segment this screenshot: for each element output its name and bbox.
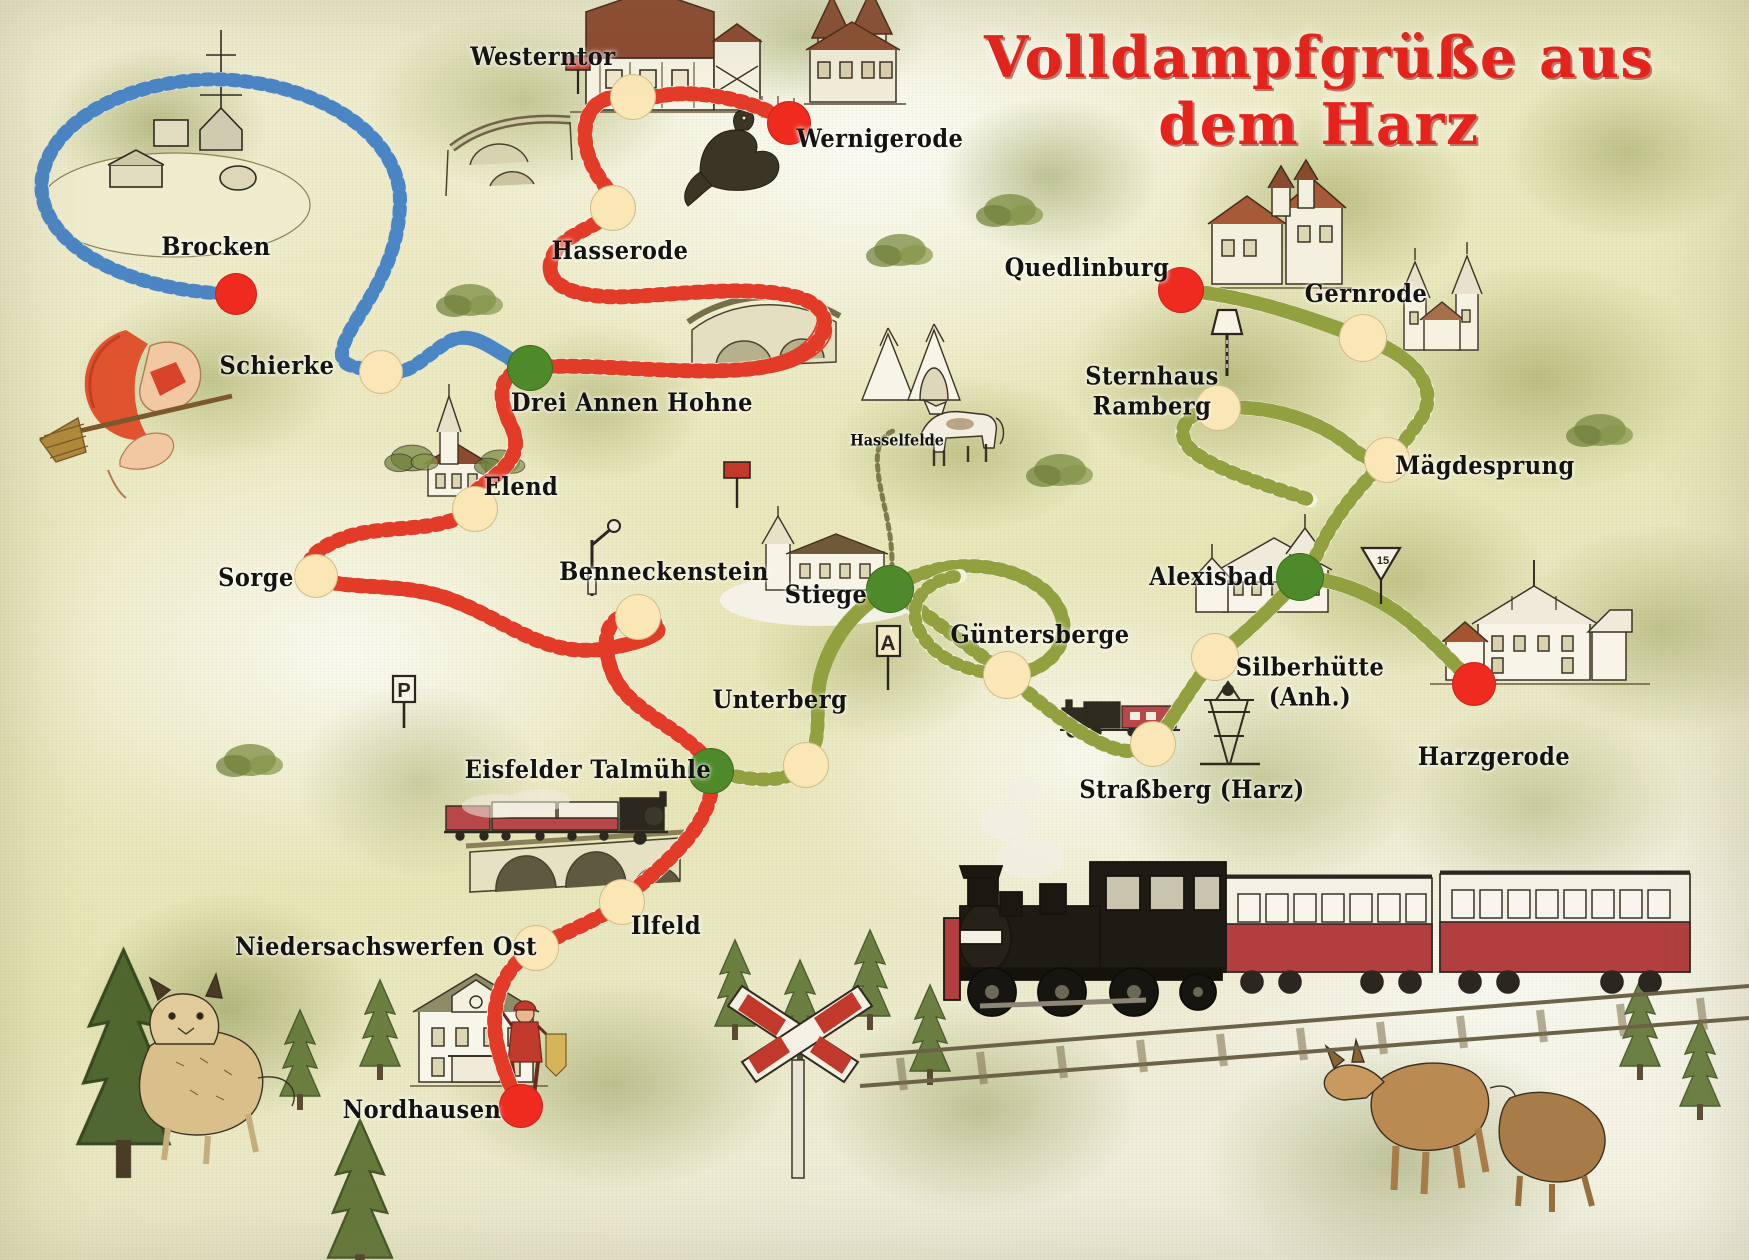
station-label-gernrode: Gernrode	[1304, 278, 1428, 308]
station-label-benneckenstein: Benneckenstein	[559, 556, 769, 586]
steam-train-on-viaduct	[444, 789, 685, 893]
parking-sign-p[interactable]: P	[391, 674, 417, 728]
station-dot-westerntor[interactable]	[610, 74, 656, 120]
station-label-harzgerode: Harzgerode	[1417, 741, 1571, 771]
station-dot-sternhaus-dot[interactable]	[1195, 385, 1241, 431]
svg-text:15: 15	[1377, 555, 1389, 567]
station-dot-unterberg[interactable]	[783, 742, 829, 788]
station-label-stra-berg-harz: Straßberg (Harz)	[1079, 774, 1305, 804]
station-label-stiege: Stiege	[784, 579, 868, 609]
witch-on-broomstick	[38, 330, 233, 499]
label-line: Ramberg	[1092, 391, 1212, 420]
station-label-nordhausen: Nordhausen	[342, 1094, 502, 1124]
station-dot-nordhausen[interactable]	[499, 1084, 543, 1128]
station-label-ilfeld: Ilfeld	[630, 910, 702, 940]
station-label-g-ntersberge: Güntersberge	[950, 619, 1130, 649]
station-label-westerntor: Westerntor	[470, 41, 616, 71]
label-line: (Anh.)	[1268, 682, 1352, 711]
station-dot-silberh-tte-anh[interactable]	[1191, 633, 1239, 681]
station-dot-g-ntersberge[interactable]	[983, 651, 1031, 699]
station-label-silberh-tte-anh: Silberhütte(Anh.)	[1236, 653, 1385, 712]
station-dot-niedersachswerfen-ost[interactable]	[513, 925, 559, 971]
tipi-tents	[860, 323, 962, 401]
big-steam-locomotive	[859, 777, 1749, 1091]
station-dot-harzgerode[interactable]	[1452, 662, 1496, 706]
station-dot-ilfeld[interactable]	[599, 879, 645, 925]
station-label-elend: Elend	[483, 471, 559, 501]
station-dot-m-gdesprung[interactable]	[1364, 437, 1410, 483]
red-marker-sign-hasselfelde	[723, 461, 751, 508]
station-label-wernigerode: Wernigerode	[796, 123, 964, 153]
line-brockenbahn	[34, 71, 538, 381]
station-label-hasserode: Hasserode	[551, 235, 689, 265]
station-dot-benneckenstein[interactable]	[615, 594, 661, 640]
station-dot-eisfelder-talm-hle[interactable]	[688, 748, 734, 794]
lamp-sign-sternhaus	[1210, 308, 1244, 376]
station-label-schierke: Schierke	[219, 350, 335, 380]
horse	[920, 398, 1005, 466]
station-dot-drei-annen-hohne[interactable]	[507, 345, 553, 391]
line-harzquerbahn	[301, 85, 833, 1114]
station-dot-quedlinburg[interactable]	[1158, 267, 1204, 313]
svg-text:P: P	[397, 680, 410, 702]
quedlinburg-castle	[1200, 158, 1352, 289]
station-dot-wernigerode[interactable]	[767, 101, 811, 145]
station-dot-stiege[interactable]	[866, 565, 914, 613]
station-dot-alexisbad[interactable]	[1276, 553, 1324, 601]
station-label-brocken: Brocken	[161, 231, 271, 261]
svg-text:A: A	[880, 632, 895, 655]
signal-post-benneckenstein	[587, 519, 621, 596]
station-label-hasselfelde: Hasselfelde	[850, 430, 944, 450]
station-label-alexisbad: Alexisbad	[1149, 561, 1275, 591]
label-line: Silberhütte	[1235, 652, 1385, 682]
station-dot-gernrode[interactable]	[1339, 314, 1387, 362]
lynx	[138, 971, 295, 1165]
station-label-drei-annen-hohne: Drei Annen Hohne	[511, 387, 753, 417]
station-label-m-gdesprung: Mägdesprung	[1395, 450, 1575, 480]
station-dot-hasserode[interactable]	[590, 185, 636, 231]
station-label-unterberg: Unterberg	[712, 684, 848, 714]
yield-sign-15[interactable]: 15	[1360, 546, 1402, 604]
road-sign-a[interactable]: A	[875, 624, 902, 690]
station-label-sorge: Sorge	[218, 562, 294, 592]
page-title: Volldampfgrüße aus dem Harz	[983, 24, 1654, 158]
mine-headframe	[1200, 680, 1260, 766]
label-line: Sternhaus	[1085, 361, 1219, 391]
gernrode-abbey	[1399, 242, 1483, 351]
station-label-eisfelder-talm-hle: Eisfelder Talmühle	[464, 754, 712, 784]
station-dot-schierke[interactable]	[359, 350, 403, 394]
station-dot-elend[interactable]	[452, 486, 498, 532]
station-dot-brocken[interactable]	[215, 273, 257, 315]
station-label-niedersachswerfen-ost: Niedersachswerfen Ost	[234, 931, 538, 961]
capercaillie-bird	[684, 109, 780, 207]
wernigerode-town-hall	[804, 0, 906, 105]
station-dot-stra-berg-harz[interactable]	[1130, 721, 1176, 767]
stone-viaduct	[445, 114, 573, 197]
red-marker-sign-westerntor	[565, 55, 591, 94]
deer-pair	[1323, 1037, 1606, 1212]
station-label-quedlinburg: Quedlinburg	[1004, 252, 1170, 282]
level-crossing-sign[interactable]	[726, 984, 874, 1179]
station-dot-sorge[interactable]	[294, 554, 338, 598]
